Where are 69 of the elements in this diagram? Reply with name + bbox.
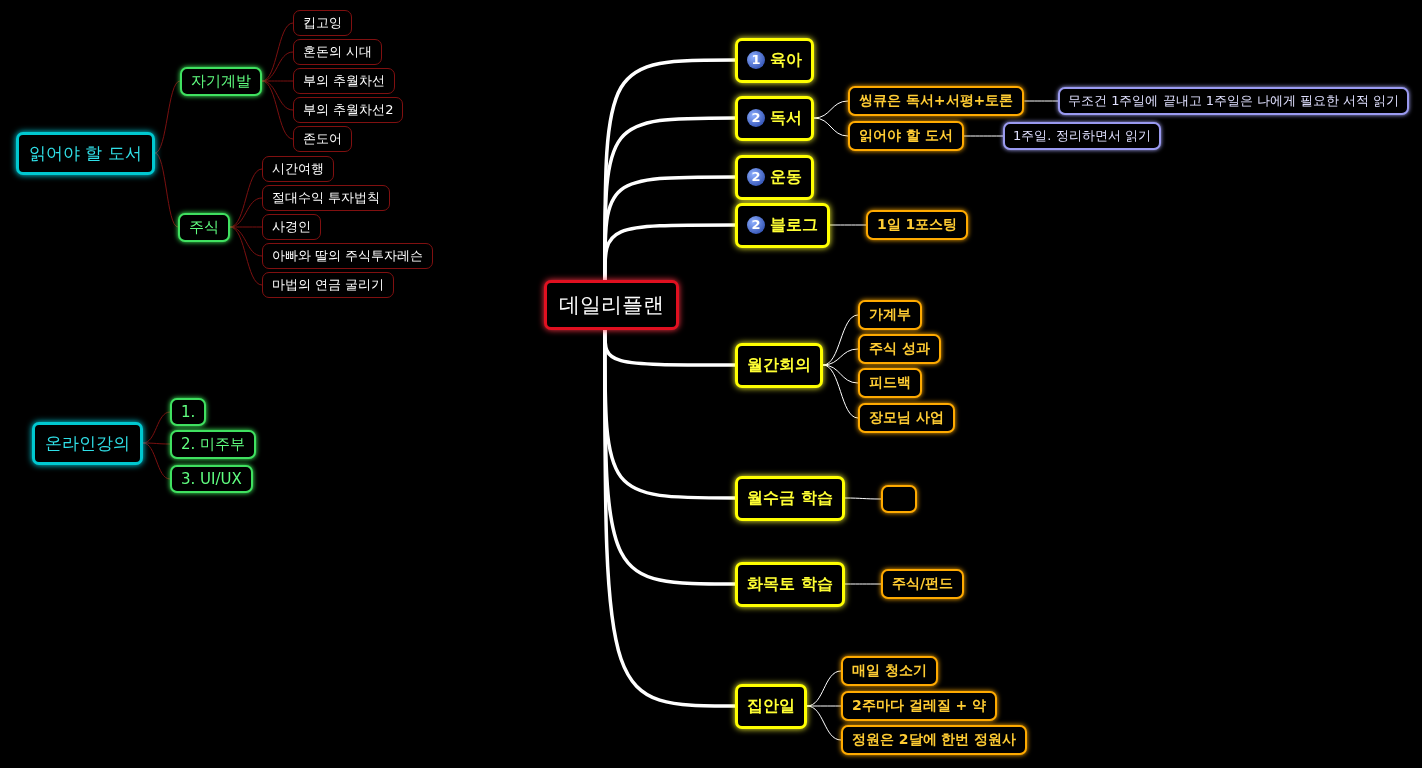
connector-line xyxy=(603,58,735,280)
topic-label: 육아 xyxy=(770,49,802,71)
connector-line xyxy=(229,226,263,257)
topic-box: 1일 1포스팅 xyxy=(866,210,969,240)
topic-box: 주식/펀드 xyxy=(881,569,965,599)
topic-box: 아빠와 딸의 주식투자레슨 xyxy=(262,243,434,269)
topic-box: 3. UI/UX xyxy=(170,465,253,493)
topic-box: 읽어야 할 도서 xyxy=(16,131,155,175)
connector-line xyxy=(822,364,859,419)
connector-line xyxy=(1023,100,1059,102)
topic-box: 절대수익 투자법칙 xyxy=(262,185,391,211)
topic-box: 매일 청소기 xyxy=(841,656,938,686)
topic-box: 주식 xyxy=(178,212,230,242)
topic-box: 부의 추월차선2 xyxy=(293,97,404,123)
topic-box: 2주마다 걸레질 + 약 xyxy=(841,691,998,721)
topic-box: 혼돈의 시대 xyxy=(293,39,383,65)
topic-box: 무조건 1주일에 끝내고 1주일은 나에게 필요한 서적 읽기 xyxy=(1058,87,1410,115)
connector-line xyxy=(603,330,735,708)
topic-box: 마법의 연금 굴리기 xyxy=(262,272,395,298)
topic-box: 씽큐은 독서+서평+토론 xyxy=(848,86,1025,116)
topic-box xyxy=(735,37,814,83)
topic-box: 월수금 학습 xyxy=(735,475,845,521)
topic-box: 시간여행 xyxy=(262,156,334,182)
topic-box: 집안일 xyxy=(735,683,807,729)
topic-box: 화목토 학습 xyxy=(735,561,845,607)
connector-line xyxy=(963,135,1004,137)
topic-box: 읽어야 할 도서 xyxy=(848,121,964,151)
topic-label: 독서 xyxy=(770,107,802,129)
connector-line xyxy=(844,583,882,585)
topic-box xyxy=(735,95,814,141)
connector-line xyxy=(154,80,181,154)
topic-box: 킵고잉 xyxy=(293,10,352,36)
connector-line xyxy=(806,705,842,707)
topic-box: 온라인강의 xyxy=(32,421,143,465)
number-badge: 2 xyxy=(747,216,765,234)
number-badge: 2 xyxy=(747,109,765,127)
topic-box: 장모님 사업 xyxy=(858,403,955,433)
connector-line xyxy=(142,442,171,480)
topic-box: 데일리플랜 xyxy=(544,280,679,330)
topic-box: 사경인 xyxy=(262,214,321,240)
connector-line xyxy=(844,497,882,500)
topic-box: 부의 추월차선 xyxy=(293,68,396,94)
connector-line xyxy=(229,226,263,286)
connector-line xyxy=(813,100,849,119)
number-badge: 1 xyxy=(747,51,765,69)
connector-line xyxy=(603,223,735,280)
topic-box: 존도어 xyxy=(293,126,352,152)
topic-box xyxy=(735,202,830,248)
topic-box: 정원은 2달에 한번 정원사 xyxy=(841,725,1028,755)
topic-box: 월간회의 xyxy=(735,342,823,388)
topic-box: 피드백 xyxy=(858,368,922,398)
connector-line xyxy=(822,348,859,366)
number-badge: 2 xyxy=(747,168,765,186)
connector-line xyxy=(813,117,849,137)
connector-line xyxy=(829,224,867,226)
connector-line xyxy=(806,705,842,741)
connector-line xyxy=(142,442,171,445)
topic-box: 1주일. 정리하면서 읽기 xyxy=(1003,122,1161,150)
topic-box: 2. 미주부 xyxy=(170,429,257,459)
topic-box: 가계부 xyxy=(858,300,922,330)
empty-topic-box xyxy=(881,485,917,513)
connector-line xyxy=(154,152,179,228)
topic-label: 블로그 xyxy=(770,214,818,236)
topic-box: 1. xyxy=(170,398,207,426)
connector-line xyxy=(261,80,294,140)
topic-box xyxy=(735,154,814,200)
topic-box: 주식 성과 xyxy=(858,334,941,364)
topic-label: 운동 xyxy=(770,166,802,188)
topic-box: 자기계발 xyxy=(180,66,262,96)
